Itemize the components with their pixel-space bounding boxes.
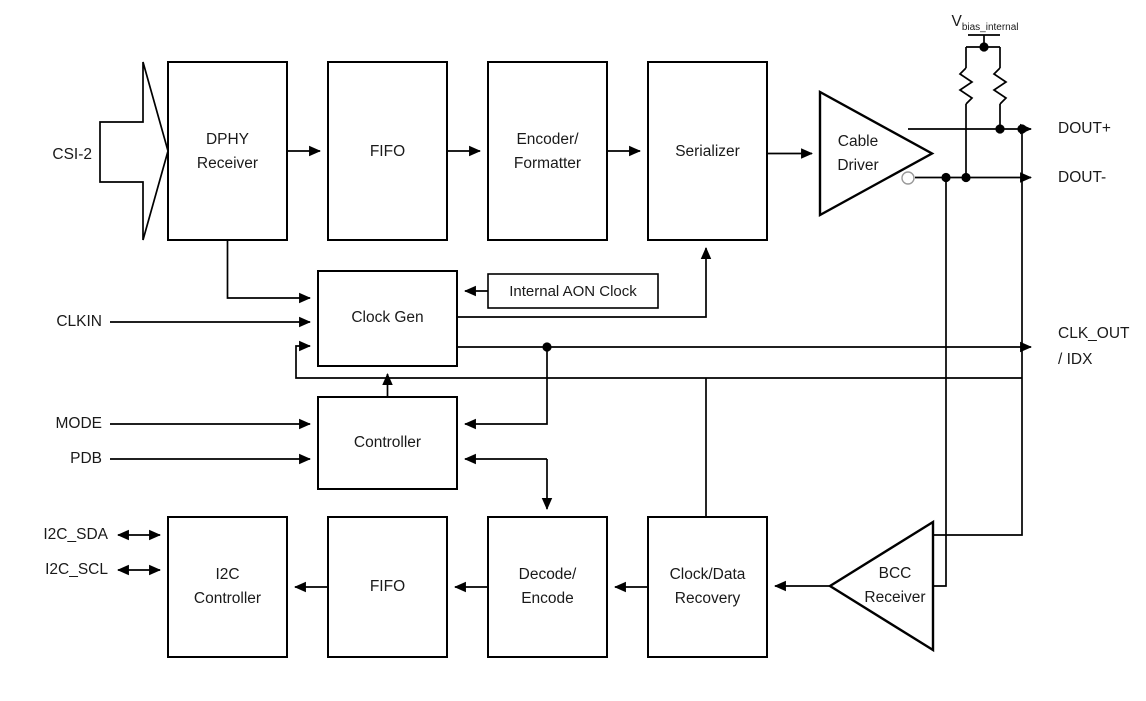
amplifier-bcc-receiver-label-line2: Receiver [864, 589, 925, 606]
block-decode-encode-label-line2: Encode [521, 590, 574, 607]
block-internal-aon-clock-label: Internal AON Clock [509, 283, 637, 300]
block-dphy-receiver: DPHY Receiver [167, 61, 288, 241]
amplifier-cable-driver-label-line1: Cable [838, 133, 879, 150]
wire-dphy-to-clockgen [226, 240, 311, 304]
block-controller: Controller [317, 396, 458, 490]
wire-doutn-to-bcc-lower-input [933, 177, 947, 587]
block-encoder-formatter-label-line1: Encoder/ [516, 131, 579, 148]
block-decode-encode-label-line1: Decode/ [519, 566, 577, 583]
resistor-right-zigzag-icon [992, 67, 1008, 105]
inverting-output-bubble-icon [901, 171, 915, 185]
wire-doutp-to-bcc-upper-input [933, 129, 1023, 536]
port-dout-plus-label: DOUT+ [1058, 120, 1111, 137]
block-clock-data-recovery: Clock/Data Recovery [647, 516, 768, 658]
block-encoder-formatter-label-line2: Formatter [514, 155, 581, 172]
port-mode-label: MODE [56, 415, 103, 432]
port-clk-out-label-line1: CLK_OUT [1058, 325, 1130, 342]
port-clk-out-idx: CLK_OUT / IDX [1058, 325, 1130, 368]
block-i2c-controller-label-line1: I2C [215, 566, 239, 583]
block-dphy-receiver-label-line2: Receiver [197, 155, 258, 172]
block-i2c-controller-label-line2: Controller [194, 590, 261, 607]
supply-vbias-internal: Vbias_internal [951, 13, 1019, 178]
port-pdb-label: PDB [70, 450, 102, 467]
wire-feedback-to-clockgen [295, 340, 1022, 379]
block-serializer: Serializer [647, 61, 768, 241]
block-encoder-formatter: Encoder/ Formatter [487, 61, 608, 241]
block-clock-data-recovery-label-line1: Clock/Data [670, 566, 746, 583]
port-clkin-label: CLKIN [56, 313, 102, 330]
block-fifo-tx: FIFO [327, 61, 448, 241]
supply-vbias-internal-label: Vbias_internal [951, 13, 1018, 33]
block-controller-label: Controller [354, 434, 421, 451]
amplifier-bcc-receiver: BCC Receiver [827, 519, 935, 653]
port-i2c-sda-label: I2C_SDA [43, 526, 108, 543]
block-clock-data-recovery-label-line2: Recovery [675, 590, 741, 607]
amplifier-cable-driver-label-line2: Driver [837, 157, 878, 174]
junction-dot-bias [979, 42, 989, 52]
block-fifo-tx-label: FIFO [370, 143, 405, 160]
block-clock-gen: Clock Gen [317, 270, 458, 367]
port-i2c-scl-label: I2C_SCL [45, 561, 108, 578]
wire-clockgen-to-serializer [457, 247, 712, 318]
resistor-left-zigzag-icon [958, 67, 974, 105]
wire-clockgen-to-controller [464, 347, 548, 430]
block-clock-gen-label: Clock Gen [351, 309, 423, 326]
block-i2c-controller: I2C Controller [167, 516, 288, 658]
junction-dot-doutp-resistor [995, 124, 1005, 134]
block-decode-encode: Decode/ Encode [487, 516, 608, 658]
block-dphy-receiver-label-line1: DPHY [206, 131, 249, 148]
block-internal-aon-clock: Internal AON Clock [487, 273, 659, 309]
block-fifo-rx: FIFO [327, 516, 448, 658]
block-serializer-label: Serializer [675, 143, 740, 160]
junction-dot-doutn-resistor [961, 172, 971, 183]
port-clk-out-label-line2: / IDX [1058, 351, 1093, 368]
amplifier-bcc-receiver-label-line1: BCC [879, 565, 912, 582]
amplifier-cable-driver: Cable Driver [818, 89, 935, 218]
port-dout-minus-label: DOUT- [1058, 169, 1106, 186]
port-csi2: CSI-2 [52, 61, 169, 241]
port-csi2-label: CSI-2 [52, 146, 92, 163]
block-fifo-rx-label: FIFO [370, 578, 405, 595]
